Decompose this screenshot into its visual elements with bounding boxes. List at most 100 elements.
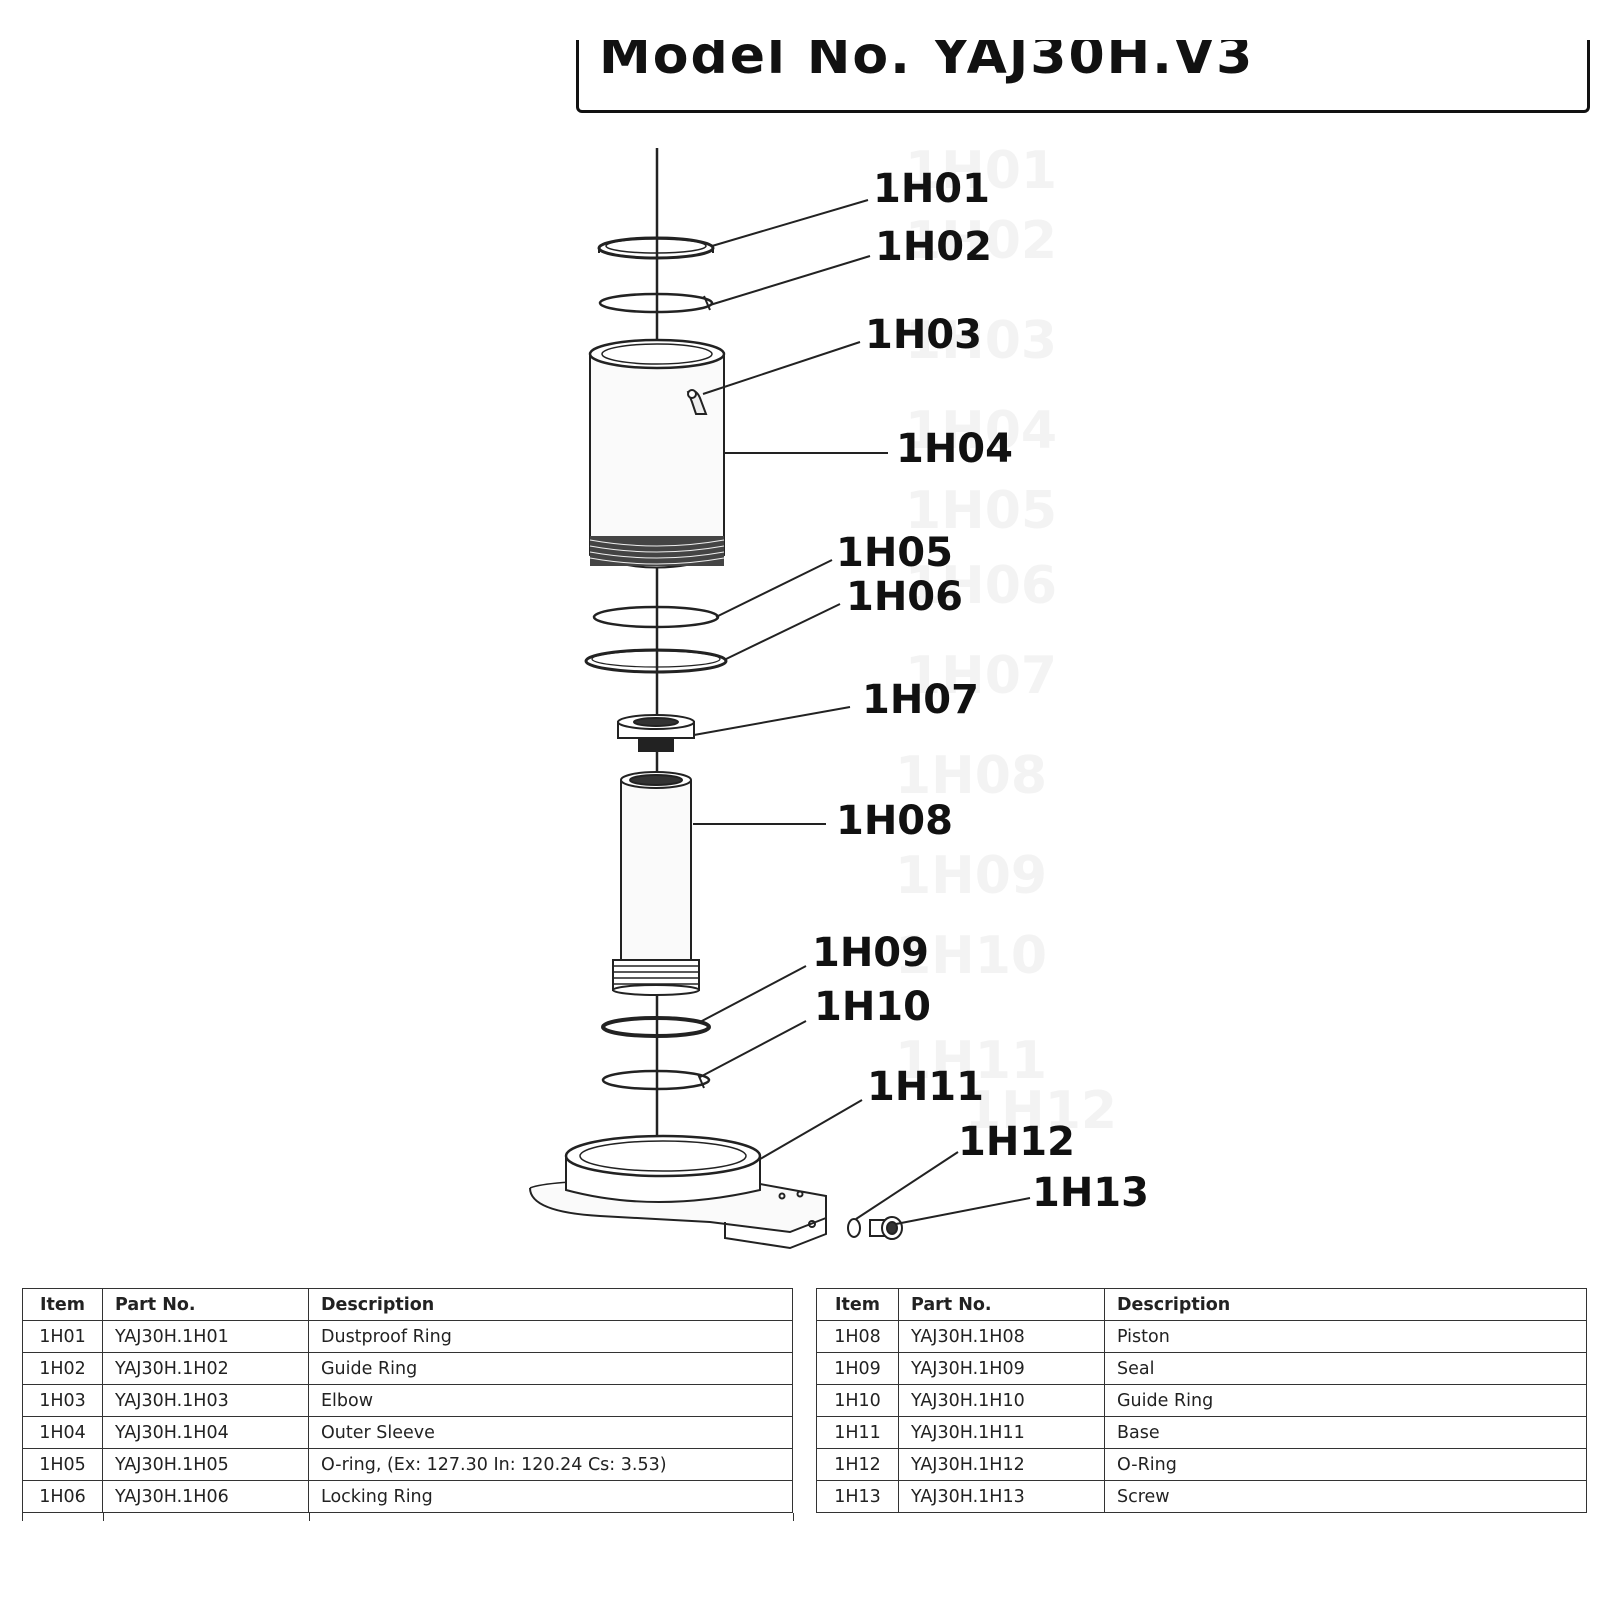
cell-part-no: YAJ30H.1H01 (102, 1320, 309, 1353)
cell-description: Dustproof Ring (308, 1320, 793, 1353)
callout-1h01: 1H01 (873, 166, 990, 212)
part-1h02-guide-ring (598, 292, 714, 314)
cell-item: 1H13 (816, 1480, 899, 1513)
callout-1h13: 1H13 (1032, 1170, 1149, 1216)
cell-item: 1H05 (22, 1448, 103, 1481)
cell-part-no: YAJ30H.1H05 (102, 1448, 309, 1481)
part-1h08-piston (612, 771, 700, 996)
part-1h03-elbow (686, 389, 708, 415)
cell-part-no: YAJ30H.1H10 (898, 1384, 1105, 1417)
callout-1h10: 1H10 (814, 984, 931, 1030)
cell-description: Piston (1104, 1320, 1587, 1353)
part-1h07-nut (617, 714, 695, 752)
cell-part-no: YAJ30H.1H09 (898, 1352, 1105, 1385)
callout-1h08: 1H08 (836, 798, 953, 844)
cell-part-no: YAJ30H.1H08 (898, 1320, 1105, 1353)
cell-description: Seal (1104, 1352, 1587, 1385)
cell-item: 1H01 (22, 1320, 103, 1353)
ghost-label: 1H11 (895, 1031, 1047, 1091)
ghost-label: 1H06 (905, 556, 1057, 616)
cell-description: O-Ring (1104, 1448, 1587, 1481)
leader-lines (693, 199, 1031, 1225)
cell-item: 1H12 (816, 1448, 899, 1481)
cell-part-no: YAJ30H.1H04 (102, 1416, 309, 1449)
ghost-labels: 1H01 1H02 1H03 1H04 1H05 1H06 1H07 1H08 … (895, 141, 1117, 1141)
model-title-box: Model No. YAJ30H.V3 (576, 40, 1590, 113)
part-1h06-locking-ring (584, 648, 728, 674)
column-header-description: Description (1104, 1288, 1587, 1321)
cell-item: 1H09 (816, 1352, 899, 1385)
ghost-label: 1H02 (905, 211, 1057, 271)
part-1h01-dustproof-ring (597, 236, 715, 260)
ghost-label: 1H10 (895, 926, 1047, 986)
part-1h04-outer-sleeve (588, 338, 726, 569)
table-cut-row (22, 1513, 794, 1521)
cell-item: 1H03 (22, 1384, 103, 1417)
cell-description: Screw (1104, 1480, 1587, 1513)
column-header-item: Item (22, 1288, 103, 1321)
exploded-view-diagram: 1H01 1H02 1H03 1H04 1H05 1H06 1H07 1H08 … (529, 141, 1149, 1250)
cell-item: 1H11 (816, 1416, 899, 1449)
cell-item: 1H06 (22, 1480, 103, 1513)
cell-description: Locking Ring (308, 1480, 793, 1513)
part-1h12-o-ring (847, 1218, 861, 1238)
callout-1h09: 1H09 (812, 930, 929, 976)
ghost-label: 1H03 (905, 311, 1057, 371)
cell-item: 1H04 (22, 1416, 103, 1449)
model-title: Model No. YAJ30H.V3 (599, 40, 1255, 86)
callout-1h11: 1H11 (867, 1064, 984, 1110)
column-header-item: Item (816, 1288, 899, 1321)
cell-item: 1H02 (22, 1352, 103, 1385)
cell-description: Guide Ring (308, 1352, 793, 1385)
table-header-row: Item Part No. Description (816, 1288, 1587, 1321)
cell-part-no: YAJ30H.1H06 (102, 1480, 309, 1513)
cell-description: Elbow (308, 1384, 793, 1417)
ghost-label: 1H04 (905, 401, 1057, 461)
callout-1h07: 1H07 (862, 677, 979, 723)
callout-1h06: 1H06 (846, 574, 963, 620)
column-header-part-no: Part No. (898, 1288, 1105, 1321)
cell-description: O-ring, (Ex: 127.30 In: 120.24 Cs: 3.53) (308, 1448, 793, 1481)
cell-part-no: YAJ30H.1H12 (898, 1448, 1105, 1481)
cell-description: Outer Sleeve (308, 1416, 793, 1449)
callout-1h02: 1H02 (875, 224, 992, 270)
part-1h13-screw (869, 1216, 903, 1240)
callout-1h03: 1H03 (865, 312, 982, 358)
cell-item: 1H08 (816, 1320, 899, 1353)
cell-description: Base (1104, 1416, 1587, 1449)
column-header-part-no: Part No. (102, 1288, 309, 1321)
ghost-label: 1H08 (895, 746, 1047, 806)
callout-labels: 1H01 1H02 1H03 1H04 1H05 1H06 1H07 1H08 … (812, 166, 1149, 1216)
ghost-label: 1H05 (905, 481, 1057, 541)
cell-item: 1H10 (816, 1384, 899, 1417)
ghost-label: 1H12 (965, 1081, 1117, 1141)
column-header-description: Description (308, 1288, 793, 1321)
ghost-label: 1H01 (905, 141, 1057, 201)
part-1h11-base (529, 1134, 827, 1250)
callout-1h04: 1H04 (896, 426, 1013, 472)
part-1h10-guide-ring (601, 1069, 711, 1091)
cell-part-no: YAJ30H.1H03 (102, 1384, 309, 1417)
cell-part-no: YAJ30H.1H11 (898, 1416, 1105, 1449)
cell-description: Guide Ring (1104, 1384, 1587, 1417)
cell-part-no: YAJ30H.1H02 (102, 1352, 309, 1385)
part-1h09-seal (601, 1016, 711, 1038)
table-header-row: Item Part No. Description (22, 1288, 793, 1321)
callout-1h05: 1H05 (836, 530, 953, 576)
ghost-label: 1H09 (895, 846, 1047, 906)
callout-1h12: 1H12 (958, 1119, 1075, 1165)
